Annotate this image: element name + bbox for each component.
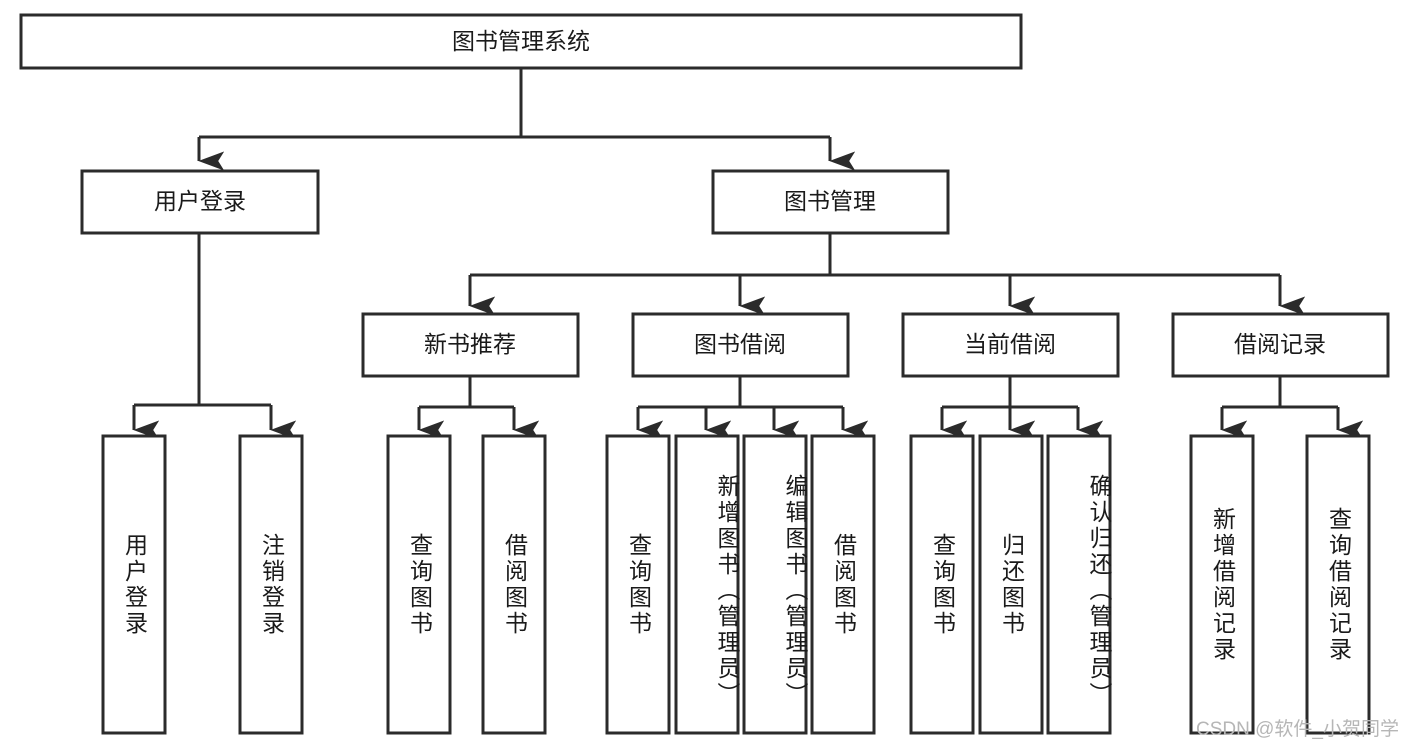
leaf-box-book-borrow-3[interactable] — [810, 434, 876, 735]
connector-borrowrecord-to-leaves — [1220, 376, 1364, 440]
leaf-group-user-login — [101, 434, 304, 735]
connector-currentborrow-to-leaves — [940, 376, 1104, 440]
leaf-box-current-borrow-0[interactable] — [909, 434, 975, 735]
connector-newbook-to-leaves — [417, 376, 540, 440]
leaf-box-borrow-record-1[interactable] — [1305, 434, 1371, 735]
node-book-management-label: 图书管理 — [784, 188, 876, 214]
node-book-management[interactable]: 图书管理 — [711, 169, 950, 235]
leaf-box-user-login-1[interactable] — [238, 434, 304, 735]
node-root[interactable]: 图书管理系统 — [19, 13, 1023, 70]
connector-userlogin-to-leaves — [132, 233, 297, 440]
leaf-group-borrow-record — [1189, 434, 1371, 735]
node-borrow-record-label: 借阅记录 — [1234, 331, 1326, 357]
node-new-book-recommend-label: 新书推荐 — [424, 331, 516, 357]
leaf-box-book-borrow-2[interactable] — [742, 434, 808, 735]
connector-bookmgmt-to-level3 — [468, 233, 1306, 316]
leaf-group-current-borrow — [909, 434, 1112, 735]
node-root-label: 图书管理系统 — [452, 28, 590, 54]
leaf-group-new-book-recommend — [386, 434, 547, 735]
node-current-borrow[interactable]: 当前借阅 — [901, 312, 1120, 378]
node-book-borrow-label: 图书借阅 — [694, 331, 786, 357]
leaf-box-new-book-1[interactable] — [481, 434, 547, 735]
leaf-box-new-book-0[interactable] — [386, 434, 452, 735]
leaf-group-book-borrow — [605, 434, 876, 735]
leaf-box-borrow-record-0[interactable] — [1189, 434, 1255, 735]
node-current-borrow-label: 当前借阅 — [964, 331, 1056, 357]
node-book-borrow[interactable]: 图书借阅 — [631, 312, 850, 378]
node-borrow-record[interactable]: 借阅记录 — [1171, 312, 1390, 378]
node-user-login[interactable]: 用户登录 — [80, 169, 320, 235]
connector-bookborrow-to-leaves — [636, 376, 869, 440]
csdn-watermark: CSDN @软件_小贺同学 — [1196, 719, 1399, 740]
leaf-box-book-borrow-1[interactable] — [674, 434, 740, 735]
leaf-box-current-borrow-2[interactable] — [1046, 434, 1112, 735]
connector-root-to-level2 — [197, 68, 856, 171]
leaf-box-book-borrow-0[interactable] — [605, 434, 671, 735]
node-user-login-label: 用户登录 — [154, 188, 246, 214]
leaf-box-current-borrow-1[interactable] — [978, 434, 1044, 735]
node-new-book-recommend[interactable]: 新书推荐 — [361, 312, 580, 378]
leaf-box-user-login-0[interactable] — [101, 434, 167, 735]
